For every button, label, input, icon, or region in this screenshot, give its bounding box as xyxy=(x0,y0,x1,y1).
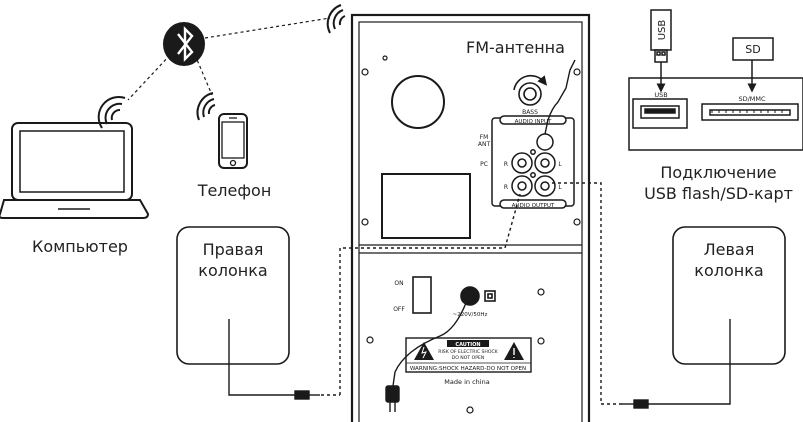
usb-port-label: USB xyxy=(654,91,667,99)
bluetooth-link-computer xyxy=(127,54,171,101)
audio-input-label: AUDIO INPUT xyxy=(515,119,552,125)
sd-slot-label: SD/MMC xyxy=(738,95,766,103)
bluetooth-icon xyxy=(163,22,205,66)
power-rating-label: ~220V/50Hz xyxy=(453,312,488,318)
usb-sd-label-line1: Подключение xyxy=(660,163,777,182)
caution-line1: RISK OF ELECTRIC SHOCK xyxy=(438,349,498,355)
usb-stick-label: USB xyxy=(657,20,668,41)
audio-input-r-jack xyxy=(511,152,533,174)
power-section xyxy=(412,276,496,314)
warning-text: WARNING:SHOCK HAZARD-DO NOT OPEN xyxy=(410,366,526,372)
warning-icon-left xyxy=(414,342,434,360)
sd-card-label: SD xyxy=(745,43,760,56)
right-speaker-cable xyxy=(228,193,521,400)
right-speaker-label-line1: Правая xyxy=(202,240,264,259)
on-label: ON xyxy=(394,280,403,287)
left-speaker-cable xyxy=(552,182,731,409)
caution-sticker: CAUTION RISK OF ELECTRIC SHOCK DO NOT OP… xyxy=(405,337,532,373)
power-cable xyxy=(385,302,467,412)
left-speaker-label-line2: колонка xyxy=(694,261,764,280)
caution-line2: DO NOT OPEN xyxy=(452,355,485,361)
output-r-label: R xyxy=(504,184,508,191)
laptop-icon xyxy=(0,122,150,219)
speaker-rear-panel xyxy=(350,13,591,422)
sd-card-icon xyxy=(732,37,774,61)
input-r-label: R xyxy=(504,161,508,168)
audio-output-label: AUDIO OUTPUT xyxy=(512,203,555,209)
right-speaker-box xyxy=(176,226,290,365)
right-speaker-label-line2: колонка xyxy=(198,261,268,280)
fm-label-line2: ANT xyxy=(478,141,491,148)
computer-label: Компьютер xyxy=(32,237,128,256)
power-socket-icon xyxy=(460,286,480,306)
output-l-label: L xyxy=(558,184,562,191)
audio-input-l-jack xyxy=(534,152,556,174)
pc-label: PC xyxy=(480,161,488,168)
bluetooth-link-speaker xyxy=(204,17,331,39)
bass-knob-icon xyxy=(513,74,548,106)
fm-antenna-jack xyxy=(536,133,554,151)
signal-icon-phone xyxy=(196,92,216,121)
fm-antenna-wire xyxy=(544,59,576,135)
signal-icon-speaker xyxy=(326,4,346,34)
caution-title: CAUTION xyxy=(455,342,480,348)
bass-label: BASS xyxy=(522,109,538,116)
input-l-label: L xyxy=(558,161,562,168)
amplifier-heatsink xyxy=(381,173,471,239)
usb-sd-label-line2: USB flash/SD-карт xyxy=(644,184,793,203)
off-label: OFF xyxy=(393,306,405,313)
left-speaker-label-line1: Левая xyxy=(703,240,755,259)
made-in-label: Made in china xyxy=(444,378,489,386)
audio-output-r-jack xyxy=(511,175,533,197)
audio-output-l-jack xyxy=(534,175,556,197)
power-switch xyxy=(412,276,432,314)
fm-label-line1: FM xyxy=(480,134,489,141)
usb-sd-reader xyxy=(628,9,803,151)
bluetooth-links xyxy=(127,17,331,101)
bluetooth-link-phone xyxy=(194,54,213,96)
bass-reflex-port xyxy=(391,75,445,129)
fm-antenna-label: FM-антенна xyxy=(466,38,565,57)
phone-label: Телефон xyxy=(197,181,272,200)
left-speaker-box xyxy=(672,226,786,365)
phone-icon xyxy=(218,113,248,169)
